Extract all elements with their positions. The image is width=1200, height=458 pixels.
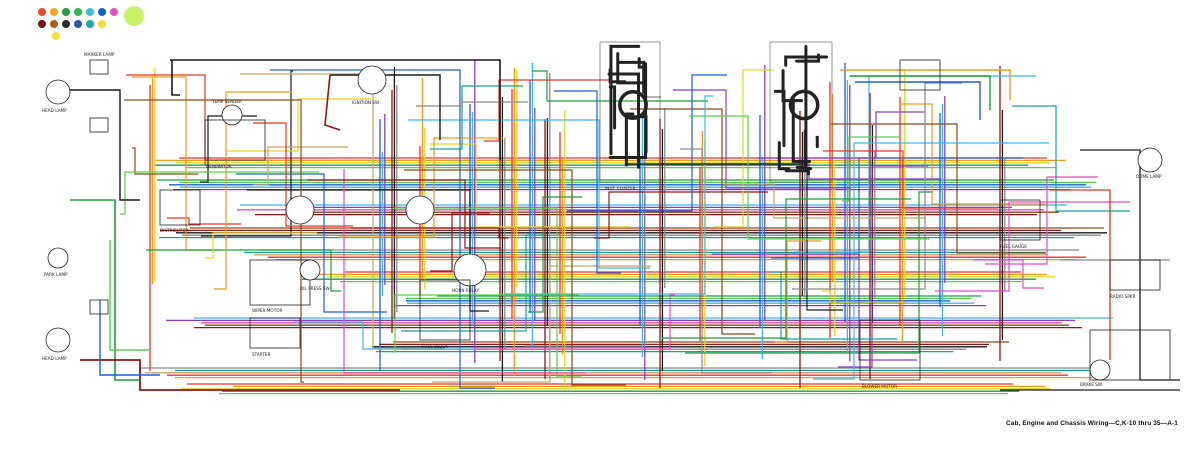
color-legend-swatches [38,6,148,40]
legend-swatch [50,8,58,16]
legend-swatch [52,32,60,40]
label-radio-speaker: RADIO SPKR [1110,294,1136,299]
legend-swatch [62,8,70,16]
label-start-relay: STARTER [252,352,271,357]
label-fuel-gauge: FUEL GAUGE [1000,244,1027,249]
park-lamp-left [48,248,68,268]
label-oil-switch: OIL PRESS SW [300,286,330,291]
label-fuse-block: FUSE BLOCK [422,344,448,349]
label-instrument-cluster: INST. CLUSTER [605,186,636,191]
label-headlamp-left: HEAD LAMP [42,108,67,113]
label-alternator: GENERATOR [206,164,232,169]
label-temp-sender: TEMP SENDER [211,99,242,104]
label-wiper-motor: WIPER MOTOR [252,308,283,313]
legend-swatch [86,20,94,28]
label-brake-switch: BRAKE SW [1080,382,1102,387]
legend-swatch [62,20,70,28]
headlamp-right [46,328,70,352]
dome-lamp [1138,148,1162,172]
legend-swatch [86,8,94,16]
ignition-switch [358,66,386,94]
legend-swatch [50,20,58,28]
temp-sender [222,105,242,125]
label-distributor: DISTRIBUTOR [160,228,189,233]
legend-swatch [98,8,106,16]
label-horn-relay: HORN RELAY [452,288,479,293]
label-headlamp-right: HEAD LAMP [42,356,67,361]
brake-switch [1090,360,1110,380]
legend-swatch [110,8,118,16]
label-dome-lamp: DOME LAMP [1136,174,1162,179]
headlamp-left [46,80,70,104]
label-marker-lamp: MARKER LAMP [84,52,115,57]
label-park-lamp: PARK LAMP [44,272,68,277]
legend-swatch [98,20,106,28]
coil [286,196,314,224]
legend-swatch [38,8,46,16]
legend-swatch [74,20,82,28]
oil-switch [300,260,320,280]
diagram-caption: Cab, Engine and Chassis Wiring—C,K-10 th… [1006,420,1178,427]
legend-swatch-large [124,6,144,26]
horn [406,196,434,224]
label-blower-motor: BLOWER MOTOR [862,384,897,389]
legend-swatch [38,20,46,28]
legend-swatch [74,8,82,16]
label-ignition-switch: IGNITION SW [352,100,379,105]
